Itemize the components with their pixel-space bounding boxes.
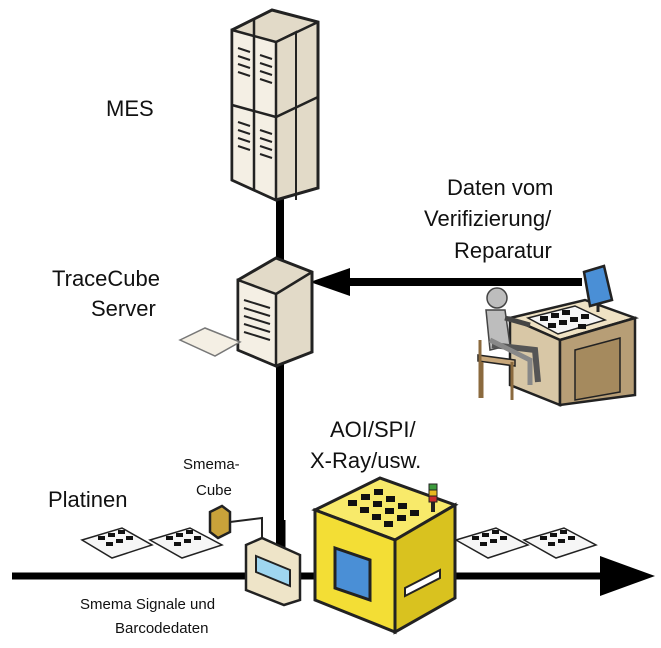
tracecube-label-line1: TraceCube [52, 266, 161, 291]
pcb-chips [98, 530, 575, 546]
platinen-label: Platinen [48, 487, 128, 512]
server-icon [236, 256, 314, 368]
smema-cube-label-line2: Cube [196, 482, 232, 499]
keyboard-icon [178, 327, 242, 357]
daten-label-line1: Daten vom [447, 175, 554, 200]
aoi-label-line1: AOI/SPI/ [330, 417, 416, 442]
daten-label-line2: Verifizierung/ [424, 206, 552, 231]
data-arrowhead [310, 268, 350, 296]
machine-icon [311, 476, 459, 635]
smema-box-icon [244, 536, 302, 607]
signale-label-line1: Smema Signale und [80, 596, 216, 613]
monitor-icon [582, 264, 614, 312]
server-tower-icon [230, 8, 320, 202]
aoi-label-line2: X-Ray/usw. [310, 448, 422, 473]
mes-label: MES [106, 96, 154, 121]
tracecube-label-line2: Server [91, 296, 156, 321]
signal-tower-icon [428, 483, 438, 512]
smema-cube-label-line1: Smema- [183, 456, 240, 473]
daten-label-line3: Reparatur [454, 238, 552, 263]
signale-label-line2: Barcodedaten [115, 620, 209, 637]
conveyor-arrowhead [600, 556, 655, 596]
operator-desk-icon [477, 287, 640, 407]
